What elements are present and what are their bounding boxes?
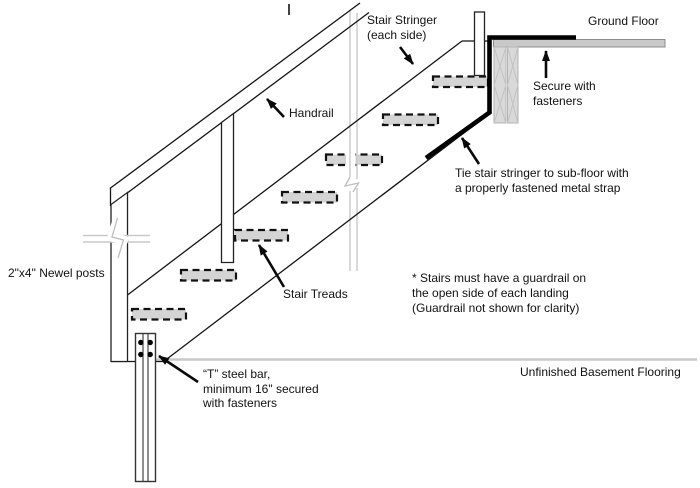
guardrail-note: * Stairs must have a guardrail on the op… xyxy=(412,271,587,315)
arrow-stair-stringer xyxy=(398,46,415,65)
metal-strap xyxy=(424,35,576,160)
tie-stringer-label: Tie stair stringer to sub-floor with a p… xyxy=(455,166,629,195)
break-symbol-post xyxy=(83,216,150,260)
vertical-break-lines xyxy=(337,10,367,271)
newel-post-middle xyxy=(220,112,235,264)
stair-tread xyxy=(381,113,440,127)
basement-flooring-label: Unfinished Basement Flooring xyxy=(520,365,681,379)
arrow-t-steel-bar xyxy=(158,354,199,384)
arrow-handrail xyxy=(266,98,285,118)
newel-post-top xyxy=(473,11,486,77)
handrail xyxy=(109,2,370,207)
stair-stringer-label: Stair Stringer (each side) xyxy=(367,13,438,42)
secure-fasteners-label: Secure with fasteners xyxy=(533,79,596,108)
arrow-metal-strap xyxy=(460,137,481,165)
stair-tread xyxy=(179,268,238,282)
newel-posts-label: 2"x4" Newel posts xyxy=(8,266,105,280)
handrail-label: Handrail xyxy=(289,106,334,120)
t-steel-bar xyxy=(134,332,157,483)
arrow-stair-treads xyxy=(257,244,286,288)
stair-treads-label: Stair Treads xyxy=(283,287,348,301)
stair-tread xyxy=(233,228,290,242)
tread-break-gap xyxy=(346,151,356,168)
stair-tread xyxy=(130,307,188,321)
rim-joist-hatched xyxy=(493,46,519,124)
t-steel-bar-label: “T” steel bar, minimum 16" secured with … xyxy=(203,367,319,410)
ground-floor-label: Ground Floor xyxy=(588,14,659,28)
ground-floor-slab xyxy=(493,39,666,48)
stair-tread xyxy=(431,75,490,89)
stair-tread xyxy=(280,190,339,204)
fastener-dots xyxy=(138,339,153,358)
